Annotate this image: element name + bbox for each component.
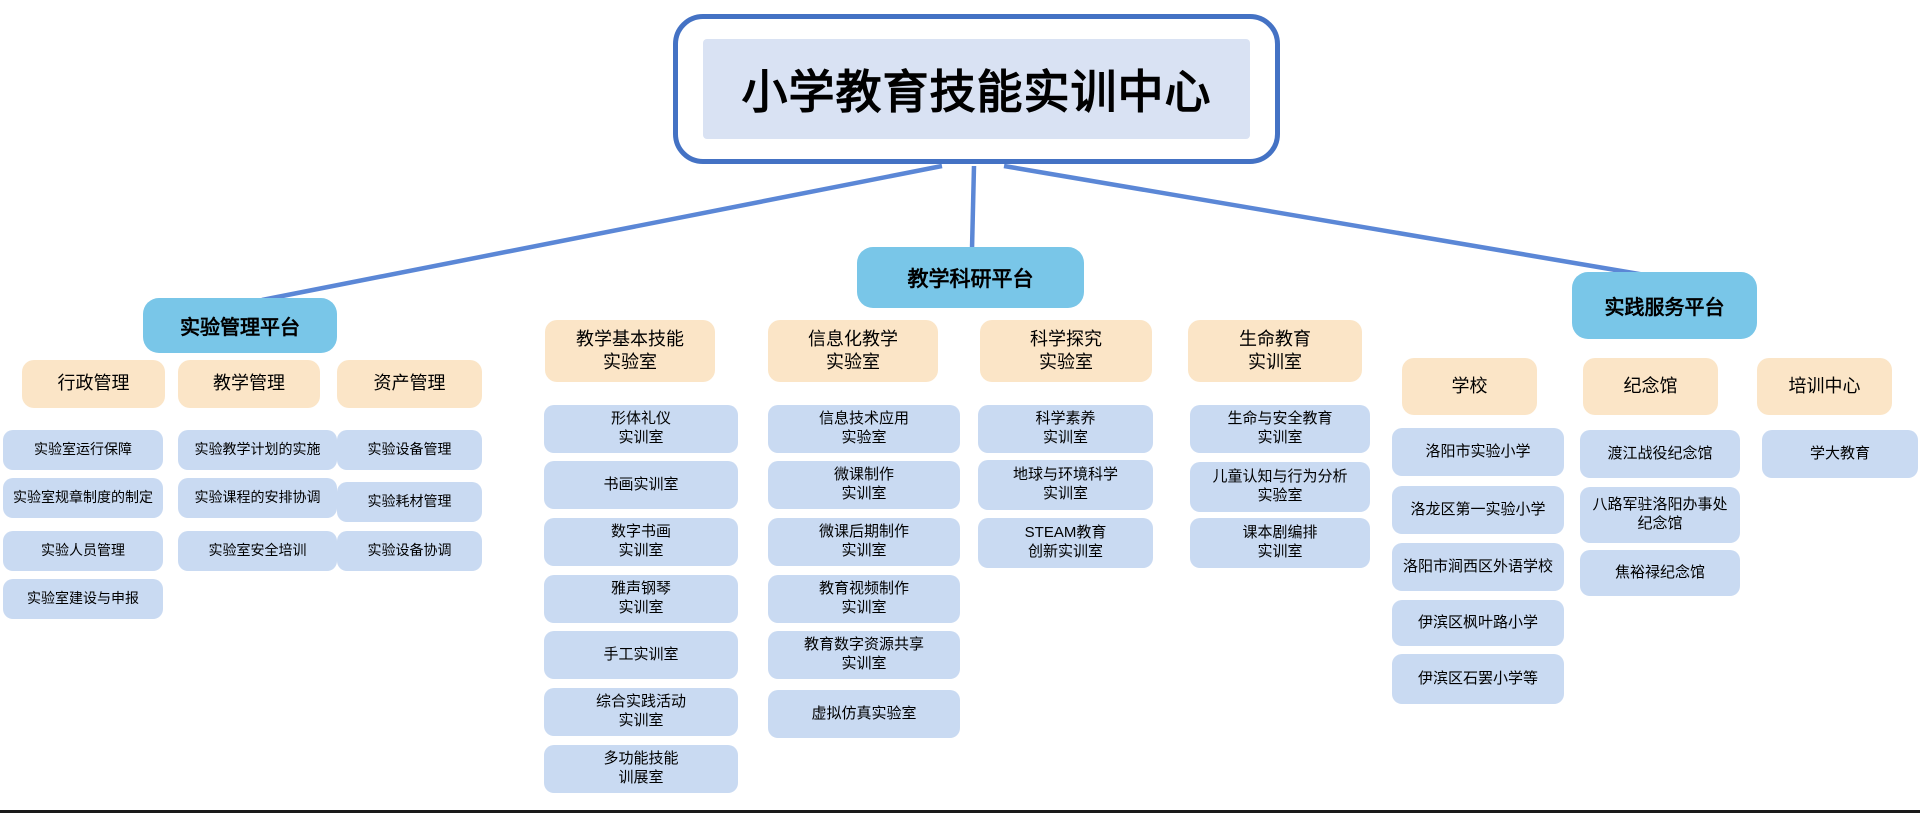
connector-line-right <box>1003 163 1646 278</box>
leaf-item: 儿童认知与行为分析 实验室 <box>1190 462 1370 512</box>
category-basic-teaching-skills-lab: 教学基本技能 实验室 <box>545 320 715 382</box>
leaf-item: 综合实践活动 实训室 <box>544 688 738 736</box>
leaf-item: 实验课程的安排协调 <box>178 478 337 518</box>
leaf-item: 生命与安全教育 实训室 <box>1190 405 1370 453</box>
leaf-item: 教育数字资源共享 实训室 <box>768 631 960 679</box>
leaf-item: 多功能技能 训展室 <box>544 745 738 793</box>
leaf-item: 八路军驻洛阳办事处 纪念馆 <box>1580 487 1740 543</box>
page-title: 小学教育技能实训中心 <box>703 39 1250 139</box>
leaf-item: 微课后期制作 实训室 <box>768 518 960 566</box>
leaf-item: 实验室安全培训 <box>178 531 337 571</box>
leaf-item: 实验耗材管理 <box>337 482 482 522</box>
title-box: 小学教育技能实训中心 <box>673 14 1280 164</box>
category-life-education-room: 生命教育 实训室 <box>1188 320 1362 382</box>
leaf-item: 教育视频制作 实训室 <box>768 575 960 623</box>
category-memorial-halls: 纪念馆 <box>1583 358 1718 415</box>
category-asset-management: 资产管理 <box>337 360 482 408</box>
connector-line-center <box>969 165 977 250</box>
leaf-item: 手工实训室 <box>544 631 738 679</box>
category-schools: 学校 <box>1402 358 1537 415</box>
leaf-item: 科学素养 实训室 <box>978 405 1153 453</box>
leaf-item: 实验室规章制度的制定 <box>3 478 163 518</box>
connector-line-left <box>261 163 943 303</box>
leaf-item: 实验人员管理 <box>3 531 163 571</box>
leaf-item: 形体礼仪 实训室 <box>544 405 738 453</box>
leaf-item: STEAM教育 创新实训室 <box>978 518 1153 568</box>
category-teaching-management: 教学管理 <box>178 360 320 408</box>
leaf-item: 实验教学计划的实施 <box>178 430 337 470</box>
slide-bottom-edge <box>0 810 1920 813</box>
leaf-item: 实验室建设与申报 <box>3 579 163 619</box>
leaf-item: 地球与环境科学 实训室 <box>978 460 1153 510</box>
category-it-teaching-lab: 信息化教学 实验室 <box>768 320 938 382</box>
platform-practice-service: 实践服务平台 <box>1572 272 1757 339</box>
leaf-item: 信息技术应用 实验室 <box>768 405 960 453</box>
leaf-item: 雅声钢琴 实训室 <box>544 575 738 623</box>
leaf-item: 洛阳市实验小学 <box>1392 428 1564 476</box>
leaf-item: 书画实训室 <box>544 461 738 509</box>
leaf-item: 焦裕禄纪念馆 <box>1580 550 1740 596</box>
leaf-item: 数字书画 实训室 <box>544 518 738 566</box>
category-science-exploration-lab: 科学探究 实验室 <box>980 320 1152 382</box>
leaf-item: 实验设备协调 <box>337 531 482 571</box>
category-admin-management: 行政管理 <box>22 360 165 408</box>
leaf-item: 伊滨区枫叶路小学 <box>1392 600 1564 646</box>
leaf-item: 渡江战役纪念馆 <box>1580 430 1740 478</box>
leaf-item: 实验室运行保障 <box>3 430 163 470</box>
leaf-item: 学大教育 <box>1762 430 1918 478</box>
leaf-item: 洛阳市涧西区外语学校 <box>1392 543 1564 591</box>
leaf-item: 洛龙区第一实验小学 <box>1392 486 1564 534</box>
leaf-item: 微课制作 实训室 <box>768 461 960 509</box>
leaf-item: 伊滨区石罢小学等 <box>1392 654 1564 704</box>
leaf-item: 实验设备管理 <box>337 430 482 470</box>
leaf-item: 课本剧编排 实训室 <box>1190 518 1370 568</box>
platform-teaching-research: 教学科研平台 <box>857 247 1084 308</box>
platform-experiment-management: 实验管理平台 <box>143 298 337 353</box>
category-training-center: 培训中心 <box>1757 358 1892 415</box>
leaf-item: 虚拟仿真实验室 <box>768 690 960 738</box>
